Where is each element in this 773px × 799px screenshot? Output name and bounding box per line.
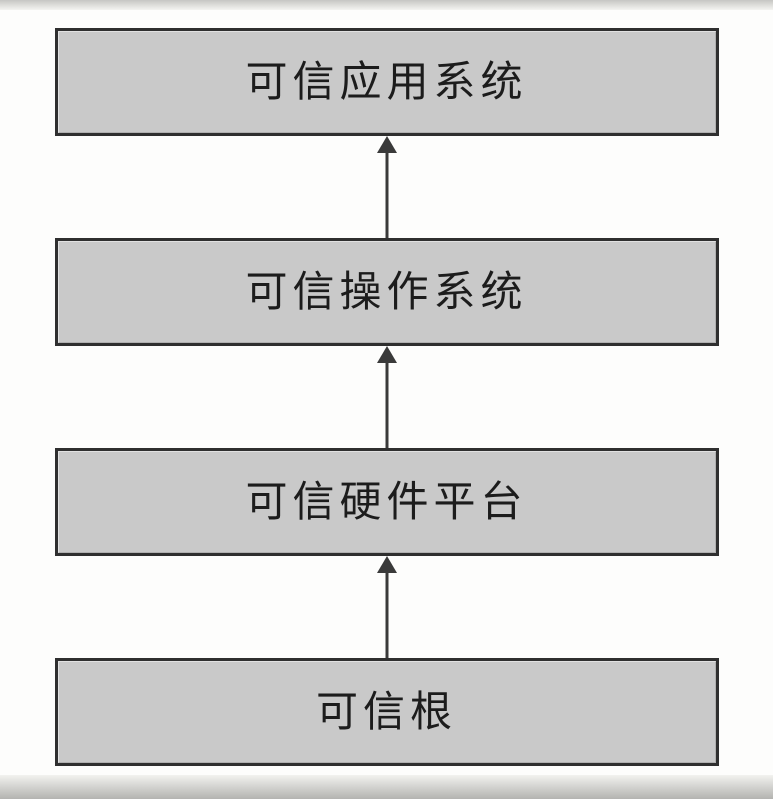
scan-edge-bottom [0, 775, 773, 799]
arrow-up-icon [374, 346, 400, 448]
arrow-stem [385, 151, 388, 238]
layer-label-trusted-application-system: 可信应用系统 [245, 58, 528, 105]
layer-label-trusted-root: 可信根 [315, 688, 457, 735]
arrow-stem [385, 361, 388, 448]
arrow-head [376, 136, 397, 153]
arrow-head [376, 346, 397, 363]
layer-label-trusted-operating-system: 可信操作系统 [245, 268, 528, 315]
arrow-stem [385, 571, 388, 658]
trust-chain-diagram: 可信应用系统 可信操作系统 可信硬件平台 可信根 [0, 28, 773, 766]
layer-box-trusted-application-system: 可信应用系统 [54, 28, 719, 136]
scan-edge-top [0, 0, 773, 10]
layer-box-trusted-hardware-platform: 可信硬件平台 [54, 448, 719, 556]
arrow-head [376, 556, 397, 573]
arrow-up-icon [374, 136, 400, 238]
layer-box-trusted-root: 可信根 [54, 658, 719, 766]
layer-label-trusted-hardware-platform: 可信硬件平台 [245, 478, 528, 525]
layer-box-trusted-operating-system: 可信操作系统 [54, 238, 719, 346]
arrow-up-icon [374, 556, 400, 658]
